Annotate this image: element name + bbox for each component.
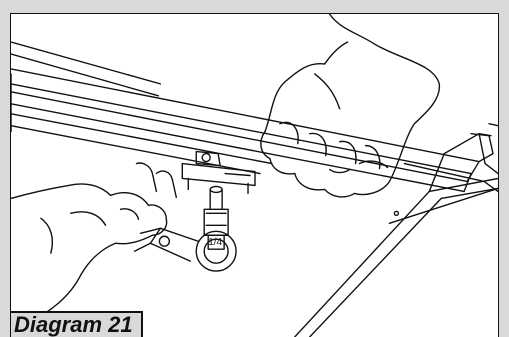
illustration: 1/4 Diagram 21	[10, 13, 499, 337]
assembly-illustration: 1/4	[11, 14, 498, 337]
right-hand	[261, 14, 440, 197]
table-surface	[11, 42, 498, 337]
left-hand	[11, 163, 176, 327]
diagram-caption: Diagram 21	[11, 311, 143, 337]
socket-size-label: 1/4	[208, 237, 222, 248]
rail-bracket	[11, 69, 493, 191]
